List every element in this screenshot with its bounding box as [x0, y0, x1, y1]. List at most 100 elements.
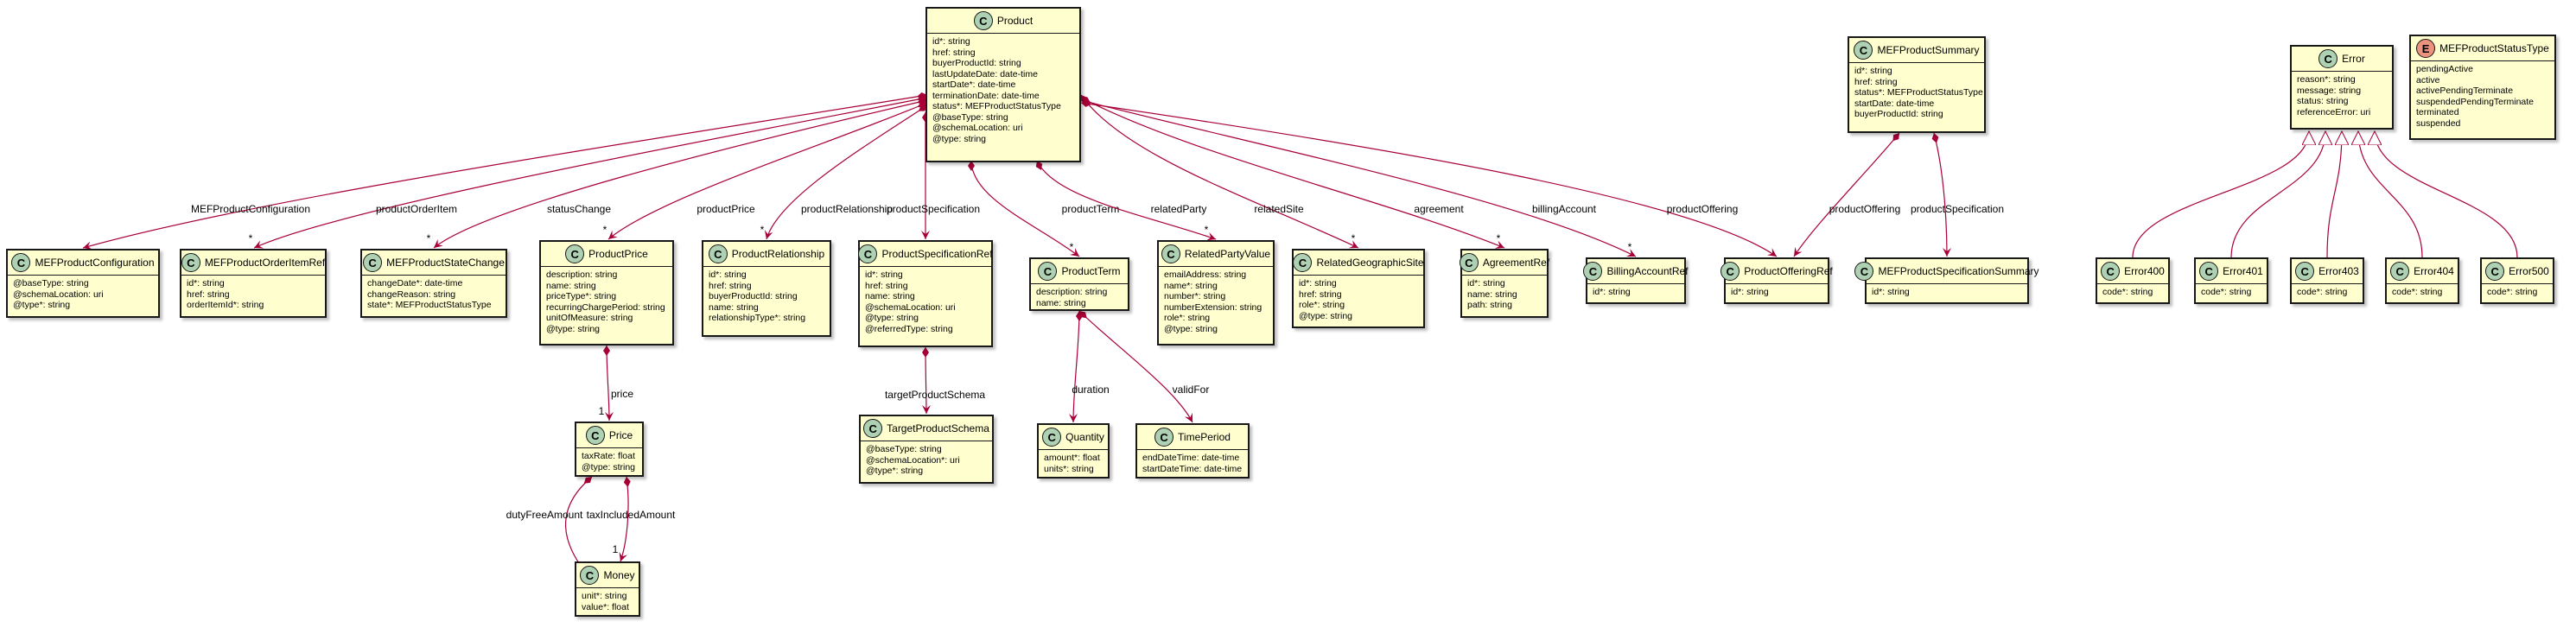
class-name: Error401 [2223, 265, 2263, 277]
class-attribute: name: string [546, 280, 596, 291]
class-attribute: @type: string [865, 313, 919, 323]
class-attribute: code*: string [2297, 287, 2348, 297]
class-attribute: href: string [865, 280, 908, 291]
class-name: Product [996, 15, 1034, 27]
class-icon: C [973, 11, 993, 30]
class-name: MEFProductStatusType [2439, 42, 2549, 54]
class-attribute: @type: string [582, 461, 636, 472]
inheritance-error500 [2375, 131, 2518, 258]
attribute-list: code*: string [2292, 284, 2363, 301]
class-attribute: href: string [187, 288, 230, 300]
enum-icon: E [2416, 39, 2436, 58]
class-attribute: id*: string [187, 278, 225, 288]
class-attribute: emailAddress: string [1164, 269, 1247, 280]
relation-product-offering [1080, 99, 1778, 257]
class-icon: C [1583, 262, 1603, 281]
class-name: MEFProductSpecificationSummary [1878, 265, 2039, 277]
attribute-list: id*: string [1867, 284, 2027, 301]
class-icon: C [2199, 262, 2219, 281]
multiplicity-label: * [427, 232, 431, 244]
class-name: TimePeriod [1178, 431, 1231, 443]
class-name: BillingAccountRef [1606, 265, 1689, 277]
class-attribute: @baseType: string [866, 444, 942, 454]
relation-label: taxIncludedAmount [587, 509, 676, 521]
class-name: ProductTerm [1061, 265, 1121, 277]
class-attribute: @schemaLocation*: uri [866, 454, 960, 466]
class-icon: C [1154, 428, 1174, 447]
class-attribute: relationshipType*: string [709, 313, 806, 323]
class-attribute: id*: string [1593, 287, 1631, 297]
enum-value: suspended [2416, 117, 2461, 129]
class-attribute: changeReason: string [367, 288, 456, 300]
relation-label: productOffering [1667, 203, 1739, 215]
multiplicity-label: 1 [599, 405, 605, 417]
class-icon: C [580, 566, 600, 585]
class-attribute: id*: string [709, 269, 747, 280]
class-icon: C [11, 253, 31, 272]
relation-label: productOffering [1829, 203, 1901, 215]
class-attribute: units*: string [1044, 463, 1094, 474]
enum-value: suspendedPendingTerminate [2416, 96, 2535, 107]
attribute-list: code*: string [2482, 284, 2553, 301]
multiplicity-label: * [760, 224, 765, 236]
class-attribute: code*: string [2102, 287, 2153, 297]
class-name: ProductOfferingRef [1744, 265, 1833, 277]
class-icon: C [181, 253, 200, 272]
class-icon: C [1459, 253, 1479, 272]
attribute-list: taxRate: float@type: string [576, 448, 642, 476]
inheritance-error403 [2326, 131, 2342, 258]
class-attribute: code*: string [2487, 287, 2538, 297]
attribute-list: id*: string [1587, 284, 1684, 301]
relation-label: productPrice [696, 203, 755, 215]
class-attribute: id*: string [932, 36, 970, 47]
class-attribute: unit*: string [582, 591, 627, 601]
multiplicity-label: * [249, 232, 253, 244]
inheritance-error400 [2132, 131, 2309, 258]
relation-product-term [968, 160, 1080, 257]
class-icon: C [1854, 41, 1873, 60]
class-attribute: referenceError: uri [2297, 106, 2371, 117]
